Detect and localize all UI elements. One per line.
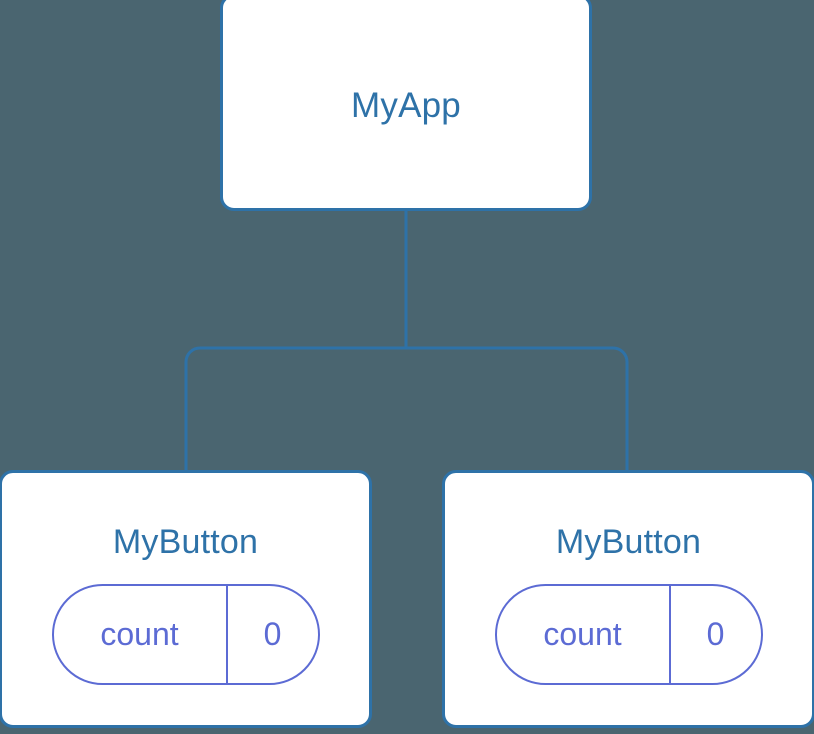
node-title: MyButton [112, 523, 259, 561]
state-pill-key: count [100, 616, 179, 652]
node-card-myapp[interactable]: MyApp [220, 0, 592, 211]
state-pill-value: 0 [263, 616, 282, 652]
node-title: MyApp [351, 86, 461, 125]
connector-branch-left [184, 346, 406, 472]
connector-branch-right [406, 346, 629, 472]
state-pill-key: count [543, 616, 622, 652]
state-pill-divider [668, 586, 671, 683]
node-title: MyButton [555, 523, 702, 561]
state-pill[interactable]: count 0 [51, 584, 320, 685]
state-pill[interactable]: count 0 [494, 584, 763, 685]
state-pill-divider [225, 586, 228, 683]
node-card-mybutton-right[interactable]: MyButton count 0 [442, 470, 814, 728]
node-card-mybutton-left[interactable]: MyButton count 0 [0, 470, 372, 728]
state-pill-value: 0 [706, 616, 725, 652]
